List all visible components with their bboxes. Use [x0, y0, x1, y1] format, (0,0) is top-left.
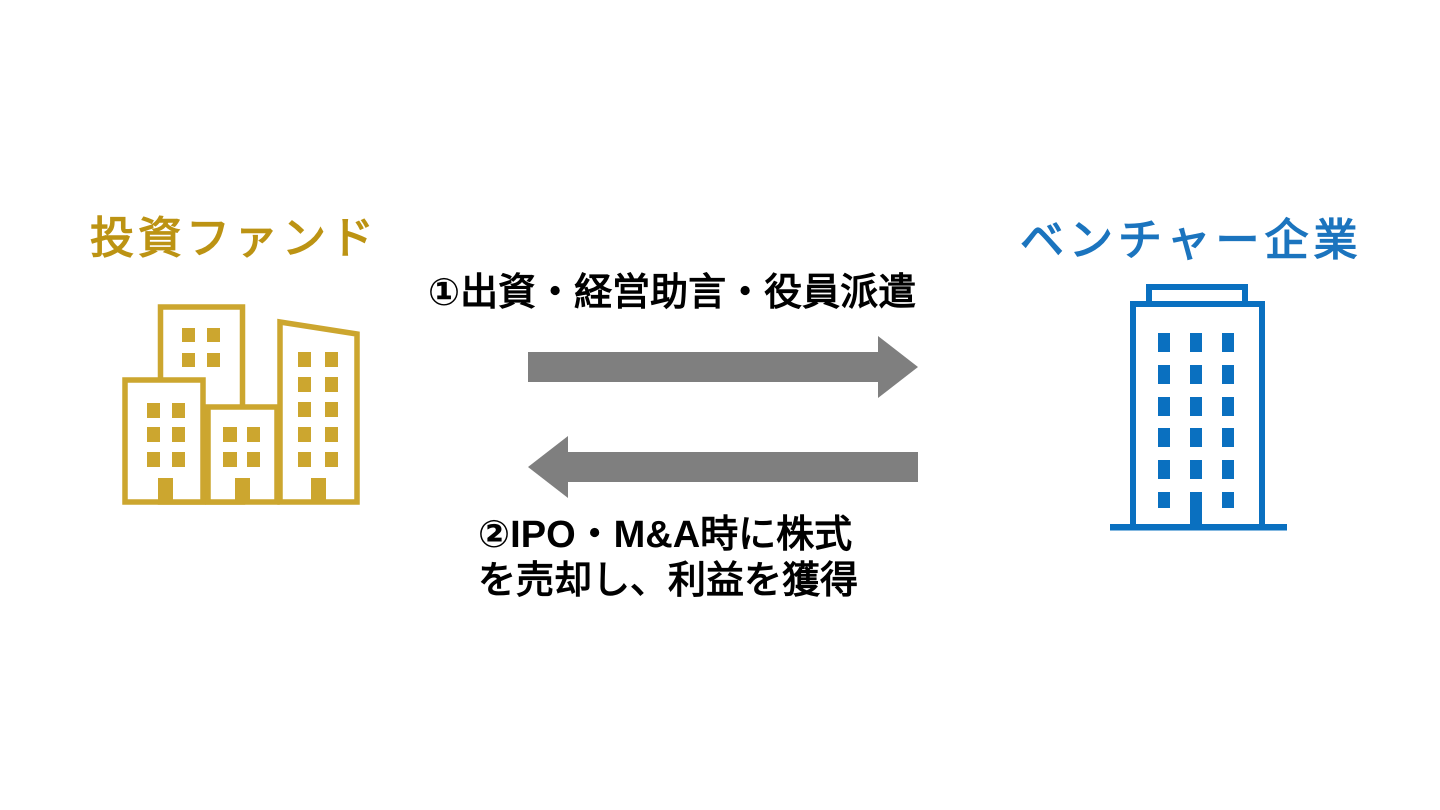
flow-left-label-line2: を売却し、利益を獲得 [478, 560, 859, 602]
flow-left-label-line1: ②IPO・M&A時に株式 [478, 514, 853, 556]
city-buildings-icon [118, 298, 368, 508]
flow-right-label: ①出資・経営助言・役員派遣 [428, 272, 917, 314]
office-building-icon [1105, 280, 1295, 540]
arrow-right-icon [528, 336, 918, 398]
arrow-left-icon [528, 436, 918, 498]
investment-fund-label: 投資ファンド [90, 214, 378, 263]
venture-company-label: ベンチャー企業 [1020, 216, 1363, 265]
flow-left-label: ②IPO・M&A時に株式 を売却し、利益を獲得 [478, 512, 858, 604]
